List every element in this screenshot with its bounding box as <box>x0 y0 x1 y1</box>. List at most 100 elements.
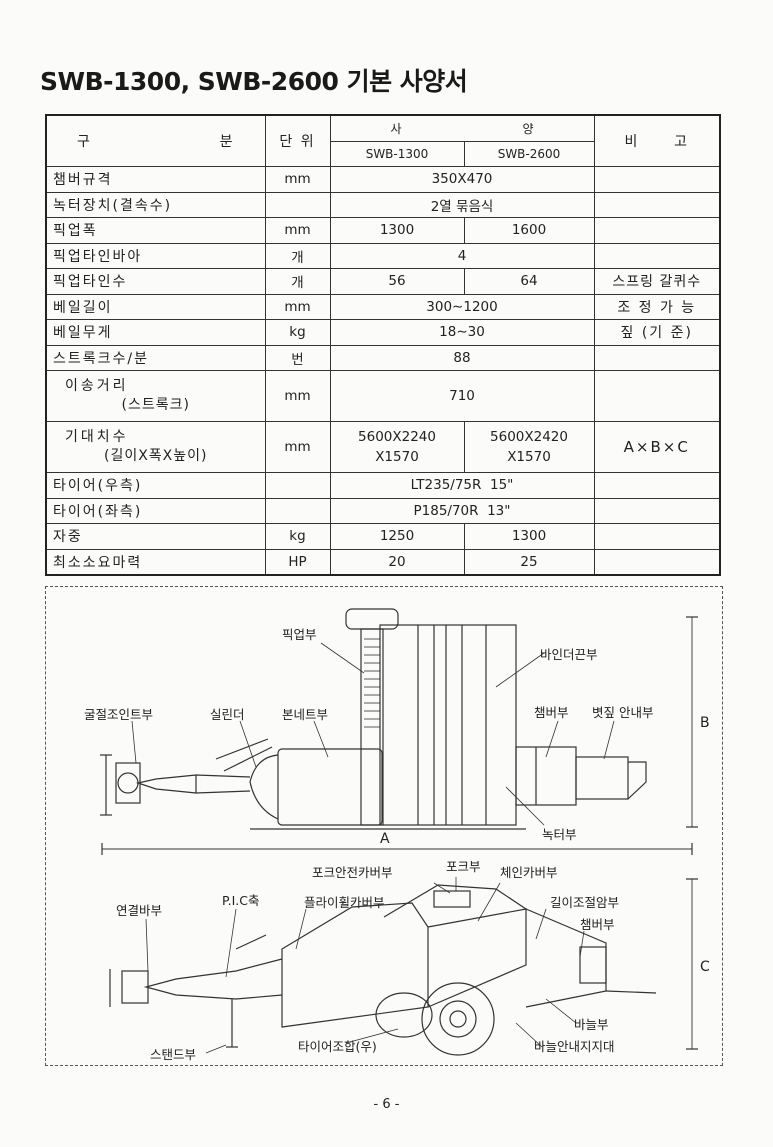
header-model2: SWB-2600 <box>463 140 595 167</box>
header-note: 비 고 <box>593 114 721 167</box>
row-note <box>593 217 721 244</box>
spec-table: 구 분 단 위 사 양 비 고 SWB-1300 SWB-2600 챔버규격 m… <box>45 114 721 576</box>
row-unit: mm <box>264 421 331 473</box>
row-value1: 20 <box>329 548 465 576</box>
header-unit: 단 위 <box>264 114 331 167</box>
row-value2: 64 <box>463 268 595 295</box>
table-row: 스트록크수/분 번 88 <box>45 344 721 371</box>
row-item: 녹터장치(결속수) <box>45 191 266 218</box>
fork-box-shape <box>433 890 471 908</box>
table-header-row: 구 분 단 위 사 양 비 고 <box>45 114 721 167</box>
table-row: 픽업타인바아 개 4 <box>45 242 721 269</box>
label-link-bar: 연결바부 <box>116 903 162 918</box>
row-value: P185/70R 13" <box>329 497 595 524</box>
row-unit: 개 <box>264 268 331 295</box>
row-unit: kg <box>264 523 331 550</box>
label-pickup: 픽업부 <box>282 627 317 642</box>
row-unit: mm <box>264 293 331 320</box>
table-row: 챔버규격 mm 350X470 <box>45 166 721 193</box>
row-unit: 개 <box>264 242 331 269</box>
label-pic-shaft: P.I.C축 <box>222 893 259 908</box>
label-dim-c: C <box>700 959 710 975</box>
table-subheader-row: SWB-1300 SWB-2600 <box>46 140 720 167</box>
row-value: 18∼30 <box>329 319 595 346</box>
table-row: 타이어(좌측) P185/70R 13" <box>45 497 721 524</box>
label-chamber-top: 챔버부 <box>534 705 569 720</box>
row-note <box>593 472 721 499</box>
flywheel-cover-shape <box>281 902 429 1028</box>
label-needle-guide: 바늘안내지지대 <box>534 1039 615 1054</box>
table-row: 이송거리 (스트록크) mm 710 <box>45 370 721 422</box>
row-value: 300∼1200 <box>329 293 595 320</box>
row-item: 타이어(좌측) <box>45 497 266 524</box>
row-note <box>593 548 721 576</box>
header-item: 구 분 <box>45 114 266 167</box>
label-dim-a: A <box>380 831 390 847</box>
row-item: 베일길이 <box>45 293 266 320</box>
row-item: 자중 <box>45 523 266 550</box>
row-value1: 1250 <box>329 523 465 550</box>
binder-box-shape <box>379 624 517 826</box>
baler-diagram: 픽업부 바인더끈부 굴절조인트부 실린더 본네트부 챔버부 볏짚 안내부 녹터부… <box>45 586 723 1066</box>
row-unit: 번 <box>264 344 331 371</box>
label-tire: 타이어조합(우) <box>298 1039 377 1054</box>
twine-box-shape <box>345 608 399 630</box>
row-item: 스트록크수/분 <box>45 344 266 371</box>
label-flywheel-cover: 플라이휠카버부 <box>304 895 385 910</box>
baler-diagram-svg: 픽업부 바인더끈부 굴절조인트부 실린더 본네트부 챔버부 볏짚 안내부 녹터부… <box>84 608 710 1062</box>
row-item: 타이어(우측) <box>45 472 266 499</box>
row-item: 베일무게 <box>45 319 266 346</box>
row-note <box>593 344 721 371</box>
row-unit: mm <box>264 370 331 422</box>
label-length-adj: 길이조절암부 <box>550 895 619 910</box>
row-unit: kg <box>264 319 331 346</box>
row-item: 최소소요마력 <box>45 548 266 576</box>
row-unit <box>264 497 331 524</box>
table-row: 픽업타인수 개 56 64 스프링 갈퀴수 <box>45 268 721 295</box>
label-joint: 굴절조인트부 <box>84 707 153 722</box>
row-value1: 56 <box>329 268 465 295</box>
row-value: 4 <box>329 242 595 269</box>
header-spec: 사 양 <box>329 114 595 142</box>
row-note <box>593 523 721 550</box>
row-item: 챔버규격 <box>45 166 266 193</box>
row-item: 픽업폭 <box>45 217 266 244</box>
row-value: LT235/75R 15" <box>329 472 595 499</box>
row-value: 88 <box>329 344 595 371</box>
row-item: 이송거리 (스트록크) <box>45 370 266 422</box>
row-unit <box>264 472 331 499</box>
label-binder: 바인더끈부 <box>540 647 598 662</box>
row-note <box>593 242 721 269</box>
row-unit: HP <box>264 548 331 576</box>
table-row: 베일길이 mm 300∼1200 조 정 가 능 <box>45 293 721 320</box>
row-note <box>593 497 721 524</box>
table-row: 최소소요마력 HP 20 25 <box>45 548 721 576</box>
row-note <box>593 191 721 218</box>
header-model1: SWB-1300 <box>329 140 465 167</box>
label-stand: 스탠드부 <box>150 1047 196 1062</box>
label-cylinder: 실린더 <box>210 707 245 722</box>
row-note <box>593 166 721 193</box>
tire-shape <box>421 982 495 1056</box>
label-dim-b: B <box>700 715 710 731</box>
row-value2: 25 <box>463 548 595 576</box>
row-value: 2열 묶음식 <box>329 191 595 218</box>
row-value: 350X470 <box>329 166 595 193</box>
label-knotter: 녹터부 <box>542 827 577 842</box>
label-chamber-bottom: 챔버부 <box>580 917 615 932</box>
row-value: 710 <box>329 370 595 422</box>
row-item: 픽업타인바아 <box>45 242 266 269</box>
row-note <box>593 370 721 422</box>
page-title: SWB-1300, SWB-2600 기본 사양서 <box>40 67 468 96</box>
row-value2: 1600 <box>463 217 595 244</box>
row-note: 스프링 갈퀴수 <box>593 268 721 295</box>
bonnet-shape <box>277 748 383 826</box>
label-chain-cover: 체인카버부 <box>500 865 558 880</box>
row-value1: 1300 <box>329 217 465 244</box>
row-value2: 1300 <box>463 523 595 550</box>
table-row: 픽업폭 mm 1300 1600 <box>45 217 721 244</box>
page-number: - 6 - <box>373 1097 400 1112</box>
